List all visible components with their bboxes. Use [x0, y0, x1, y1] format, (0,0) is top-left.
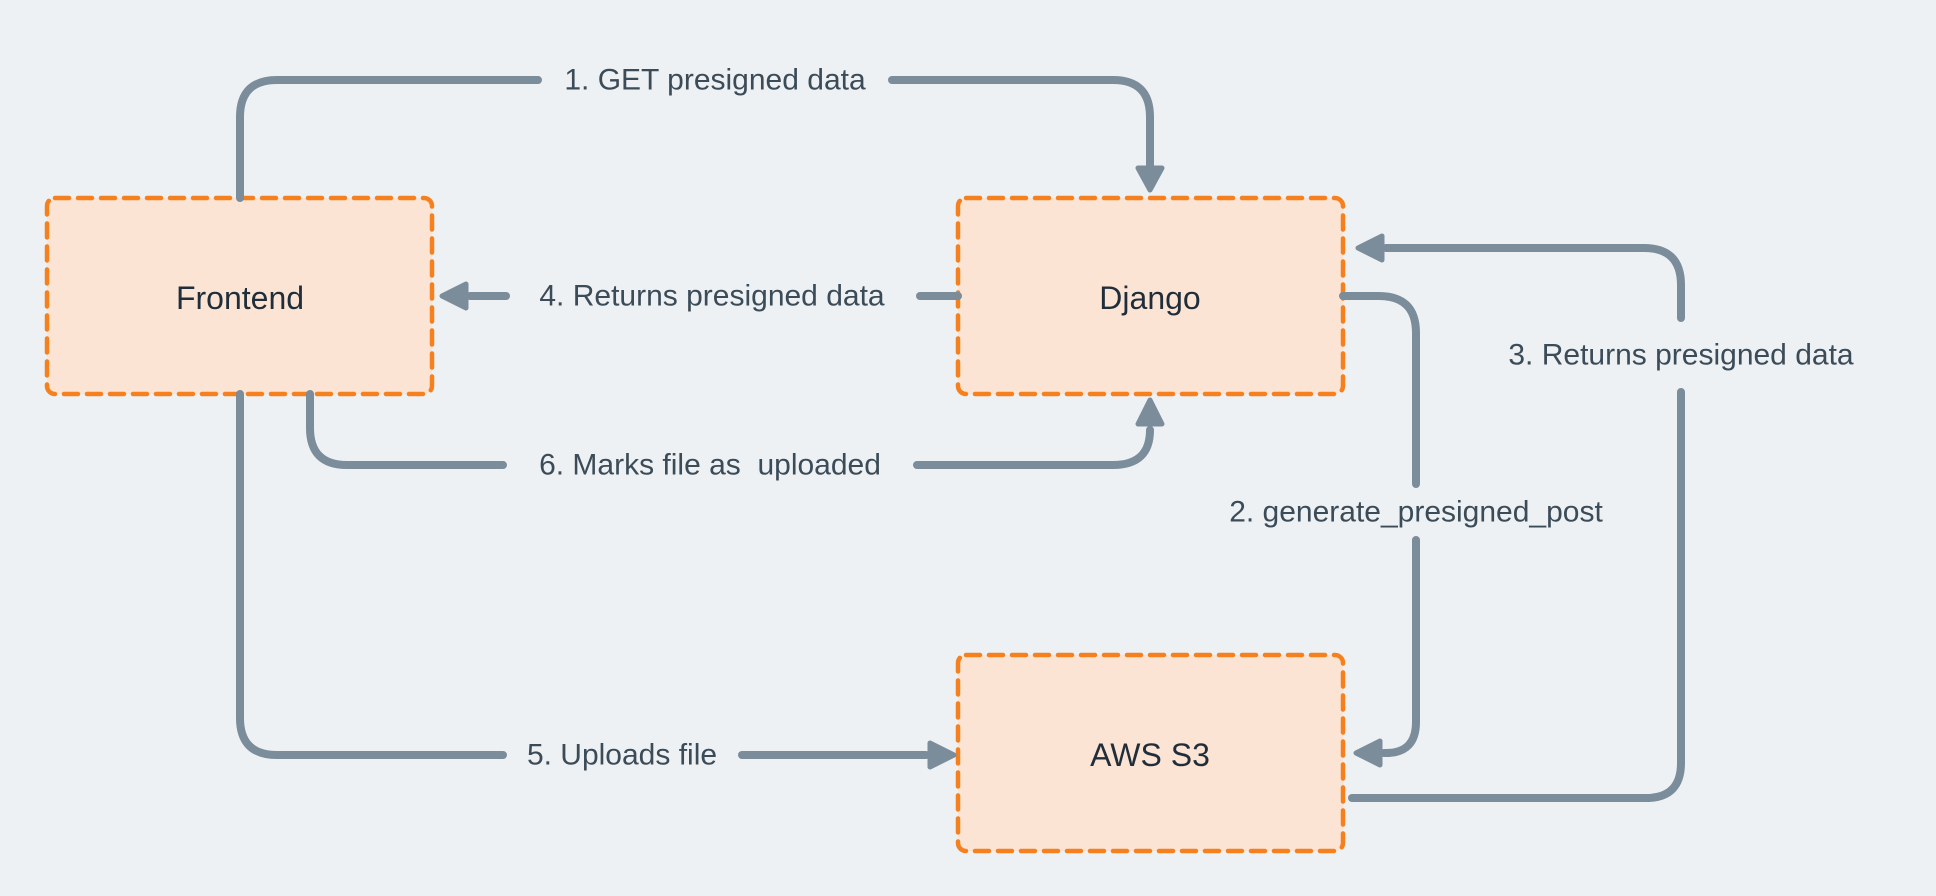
edge-1-label: 1. GET presigned data: [564, 64, 866, 97]
edge-5-label: 5. Uploads file: [527, 739, 717, 772]
edge-6-path-right: [913, 426, 1154, 469]
edge-6-path-left: [306, 390, 507, 469]
edge-5-uploads-file: 5. Uploads file: [236, 390, 957, 772]
edge-5-path-left: [236, 390, 507, 759]
node-django-label: Django: [1099, 280, 1200, 316]
edge-2-label: 2. generate_presigned_post: [1229, 496, 1603, 529]
edge-2-generate-presigned-post: 2. generate_presigned_post: [1229, 292, 1603, 768]
edge-4-returns-presigned-data: 4. Returns presigned data: [439, 280, 962, 313]
node-aws-s3: AWS S3: [955, 652, 1346, 854]
edge-3-returns-presigned-data: 3. Returns presigned data: [1348, 233, 1854, 802]
node-django: Django: [955, 195, 1346, 397]
edge-1-path-right: [888, 76, 1154, 172]
edge-2-path-bottom: [1380, 536, 1420, 757]
node-aws-s3-label: AWS S3: [1090, 737, 1210, 773]
edge-1-get-presigned-data: 1. GET presigned data: [236, 64, 1165, 202]
node-frontend: Frontend: [44, 195, 435, 397]
edge-5-arrowhead-right-icon: [927, 740, 957, 770]
edge-2-arrowhead-left-icon: [1353, 738, 1383, 768]
edge-1-path-left: [236, 76, 542, 202]
edge-1-arrowhead-down-icon: [1135, 165, 1165, 193]
edge-4-arrowhead-left-icon: [439, 281, 469, 311]
node-frontend-label: Frontend: [176, 280, 304, 316]
edge-3-path-bottom: [1348, 388, 1685, 802]
edge-3-label: 3. Returns presigned data: [1508, 339, 1854, 372]
edge-6-marks-file-uploaded: 6. Marks file as uploaded: [306, 390, 1165, 482]
edge-4-label: 4. Returns presigned data: [539, 280, 885, 313]
edge-2-path-top: [1339, 292, 1420, 488]
edge-6-label: 6. Marks file as uploaded: [539, 449, 881, 482]
node-aws-s3-box: [955, 652, 1346, 854]
edge-6-arrowhead-up-icon: [1135, 397, 1165, 427]
edge-3-arrowhead-left-icon: [1355, 233, 1385, 263]
edge-3-path-top: [1382, 244, 1685, 322]
